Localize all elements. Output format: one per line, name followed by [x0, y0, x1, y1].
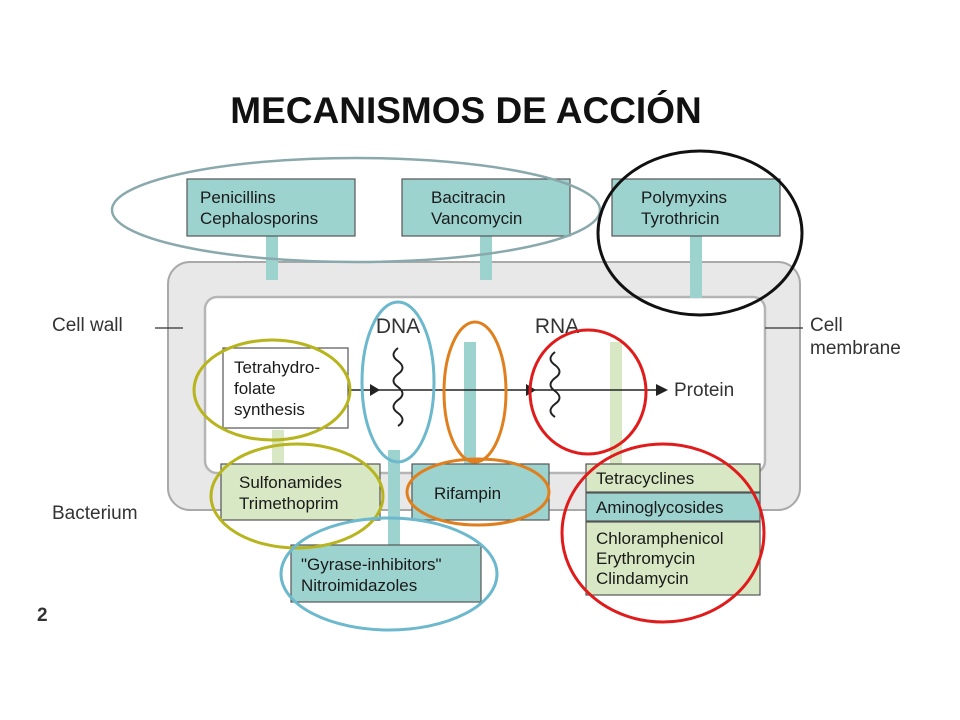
rna-label: RNA [535, 315, 579, 338]
nitroimidazoles-label: Nitroimidazoles [301, 576, 417, 595]
rifampin-label: Rifampin [434, 484, 501, 503]
synthesis-label: synthesis [234, 400, 305, 419]
penicillins-label: Penicillins [200, 188, 276, 207]
box-polymyxins: Polymyxins Tyrothricin [611, 178, 781, 237]
ring-sulfonamides [209, 442, 385, 550]
ring-ribosome-inhibitors [560, 442, 766, 624]
page-title: MECANISMOS DE ACCIÓN [230, 89, 701, 131]
tyrothricin-label: Tyrothricin [641, 209, 719, 228]
chloramphenicol-label: Chloramphenicol [596, 529, 724, 548]
arrow-head-dna [370, 384, 380, 396]
bacterium-label: Bacterium [52, 503, 138, 524]
box-sulfonamides: Sulfonamides Trimethoprim [220, 463, 381, 521]
tetracyclines-label: Tetracyclines [596, 469, 694, 488]
cell-wall-label: Cell wall [52, 315, 123, 336]
box-tetrahydrofolate: Tetrahydro- folate synthesis [222, 347, 349, 429]
connector-gyrase [388, 450, 400, 546]
ring-gyrase [279, 516, 499, 632]
tetrahydro-label: Tetrahydro- [234, 358, 320, 377]
trimethoprim-label: Trimethoprim [239, 494, 339, 513]
protein-label: Protein [674, 380, 734, 401]
erythromycin-label: Erythromycin [596, 549, 695, 568]
arrow-head-protein [656, 384, 668, 396]
dna-strand-icon [392, 347, 404, 427]
ring-translation [528, 328, 648, 456]
clindamycin-label: Clindamycin [596, 569, 689, 588]
box-penicillins: Penicillins Cephalosporins [186, 178, 356, 237]
ring-transcription [442, 320, 508, 464]
cell-membrane-label-1: Cell [810, 315, 843, 336]
connector-ribosome [610, 342, 622, 464]
dna-label: DNA [376, 315, 420, 338]
box-bacitracin: Bacitracin Vancomycin [401, 178, 571, 237]
box-chloramphenicol [585, 521, 761, 596]
box-aminoglycosides [585, 492, 761, 522]
aminoglycosides-label: Aminoglycosides [596, 498, 724, 517]
vancomycin-label: Vancomycin [431, 209, 522, 228]
folate-label: folate [234, 379, 276, 398]
sulfonamides-label: Sulfonamides [239, 473, 342, 492]
page-number-fragment: 2 [37, 605, 48, 626]
cephalosporins-label: Cephalosporins [200, 209, 318, 228]
ring-dna [360, 300, 436, 464]
box-rifampin: Rifampin [411, 463, 550, 521]
ring-cell-wall-group [110, 156, 602, 264]
connector-sulfonamides [272, 430, 284, 466]
connector-bacitracin [480, 236, 492, 280]
bacitracin-label: Bacitracin [431, 188, 506, 207]
ring-membrane-group [596, 149, 804, 317]
rna-strand-icon [549, 351, 561, 418]
box-ribosome-group: Tetracyclines Aminoglycosides Chloramphe… [585, 463, 761, 596]
ring-rifampin [405, 457, 551, 527]
polymyxins-label: Polymyxins [641, 188, 727, 207]
box-gyrase: "Gyrase-inhibitors" Nitroimidazoles [290, 544, 482, 603]
connector-polymyxins [690, 236, 702, 298]
ring-folate-synthesis [192, 338, 352, 442]
cell-membrane-label-2: membrane [810, 338, 901, 359]
connector-rifampin [464, 342, 476, 464]
gyrase-label: "Gyrase-inhibitors" [301, 555, 442, 574]
